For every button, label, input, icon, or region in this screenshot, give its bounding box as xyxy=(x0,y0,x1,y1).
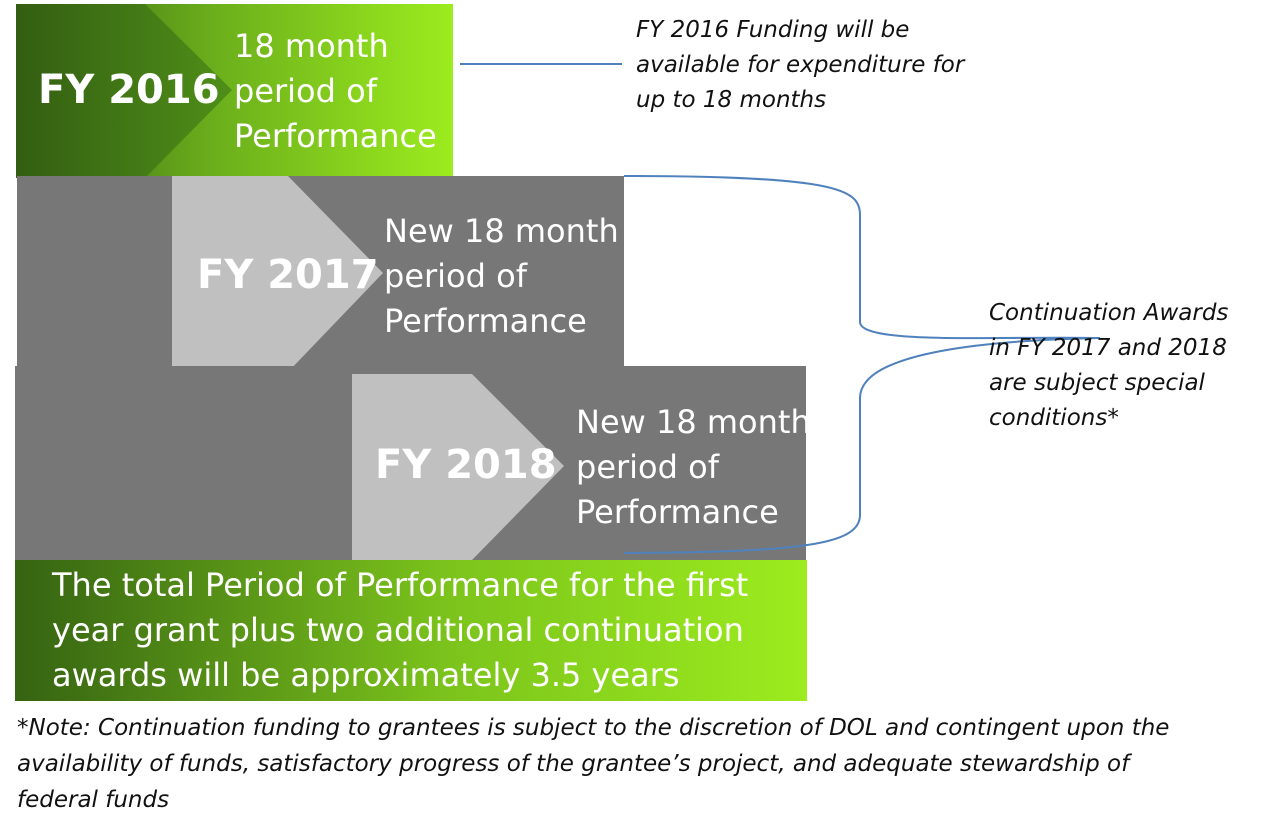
fy2017-label: FY 2017 xyxy=(197,252,379,298)
fy2017-line-3: Performance xyxy=(384,302,587,340)
summary-line-1: The total Period of Performance for the … xyxy=(52,566,749,604)
footnote-line-1: *Note: Continuation funding to grantees … xyxy=(17,715,1170,741)
fy2016-callout-line-3: up to 18 months xyxy=(636,87,827,113)
summary-line-3: awards will be approximately 3.5 years xyxy=(52,656,680,694)
fy2017-chevron xyxy=(172,176,383,372)
fy2018-line-1: New 18 month xyxy=(576,403,811,441)
footnote-line-3: federal funds xyxy=(17,787,170,813)
fy2018-line-3: Performance xyxy=(576,493,779,531)
continuation-callout: Continuation Awards in FY 2017 and 2018 … xyxy=(989,296,1228,436)
fy2016-callout-line-2: available for expenditure for xyxy=(636,52,965,78)
fy2016-line-2: period of xyxy=(234,72,377,110)
summary-text: The total Period of Performance for the … xyxy=(52,563,748,698)
footnote: *Note: Continuation funding to grantees … xyxy=(17,710,1169,818)
fy2016-description: 18 month period of Performance xyxy=(234,24,437,159)
continuation-callout-line-1: Continuation Awards xyxy=(989,300,1229,326)
fy2016-callout: FY 2016 Funding will be available for ex… xyxy=(636,13,964,118)
fy2017-line-2: period of xyxy=(384,257,527,295)
continuation-callout-line-4: conditions* xyxy=(989,405,1119,431)
fy2017-description: New 18 month period of Performance xyxy=(384,209,619,344)
fy2018-line-2: period of xyxy=(576,448,719,486)
continuation-callout-line-2: in FY 2017 and 2018 xyxy=(989,335,1227,361)
fy2016-label: FY 2016 xyxy=(38,67,220,113)
continuation-brace xyxy=(623,175,1101,554)
fy2018-chevron xyxy=(352,374,564,560)
summary-banner xyxy=(15,560,807,701)
fy2016-callout-line-1: FY 2016 Funding will be xyxy=(636,17,910,43)
fy2018-label: FY 2018 xyxy=(375,442,557,488)
fy2016-line-1: 18 month xyxy=(234,27,389,65)
summary-line-2: year grant plus two additional continuat… xyxy=(52,611,744,649)
fy2016-line-3: Performance xyxy=(234,117,437,155)
fy2018-description: New 18 month period of Performance xyxy=(576,400,811,535)
fy2017-line-1: New 18 month xyxy=(384,212,619,250)
footnote-line-2: availability of funds, satisfactory prog… xyxy=(17,751,1130,777)
continuation-callout-line-3: are subject special xyxy=(989,370,1205,396)
fy2016-chevron xyxy=(16,4,232,178)
